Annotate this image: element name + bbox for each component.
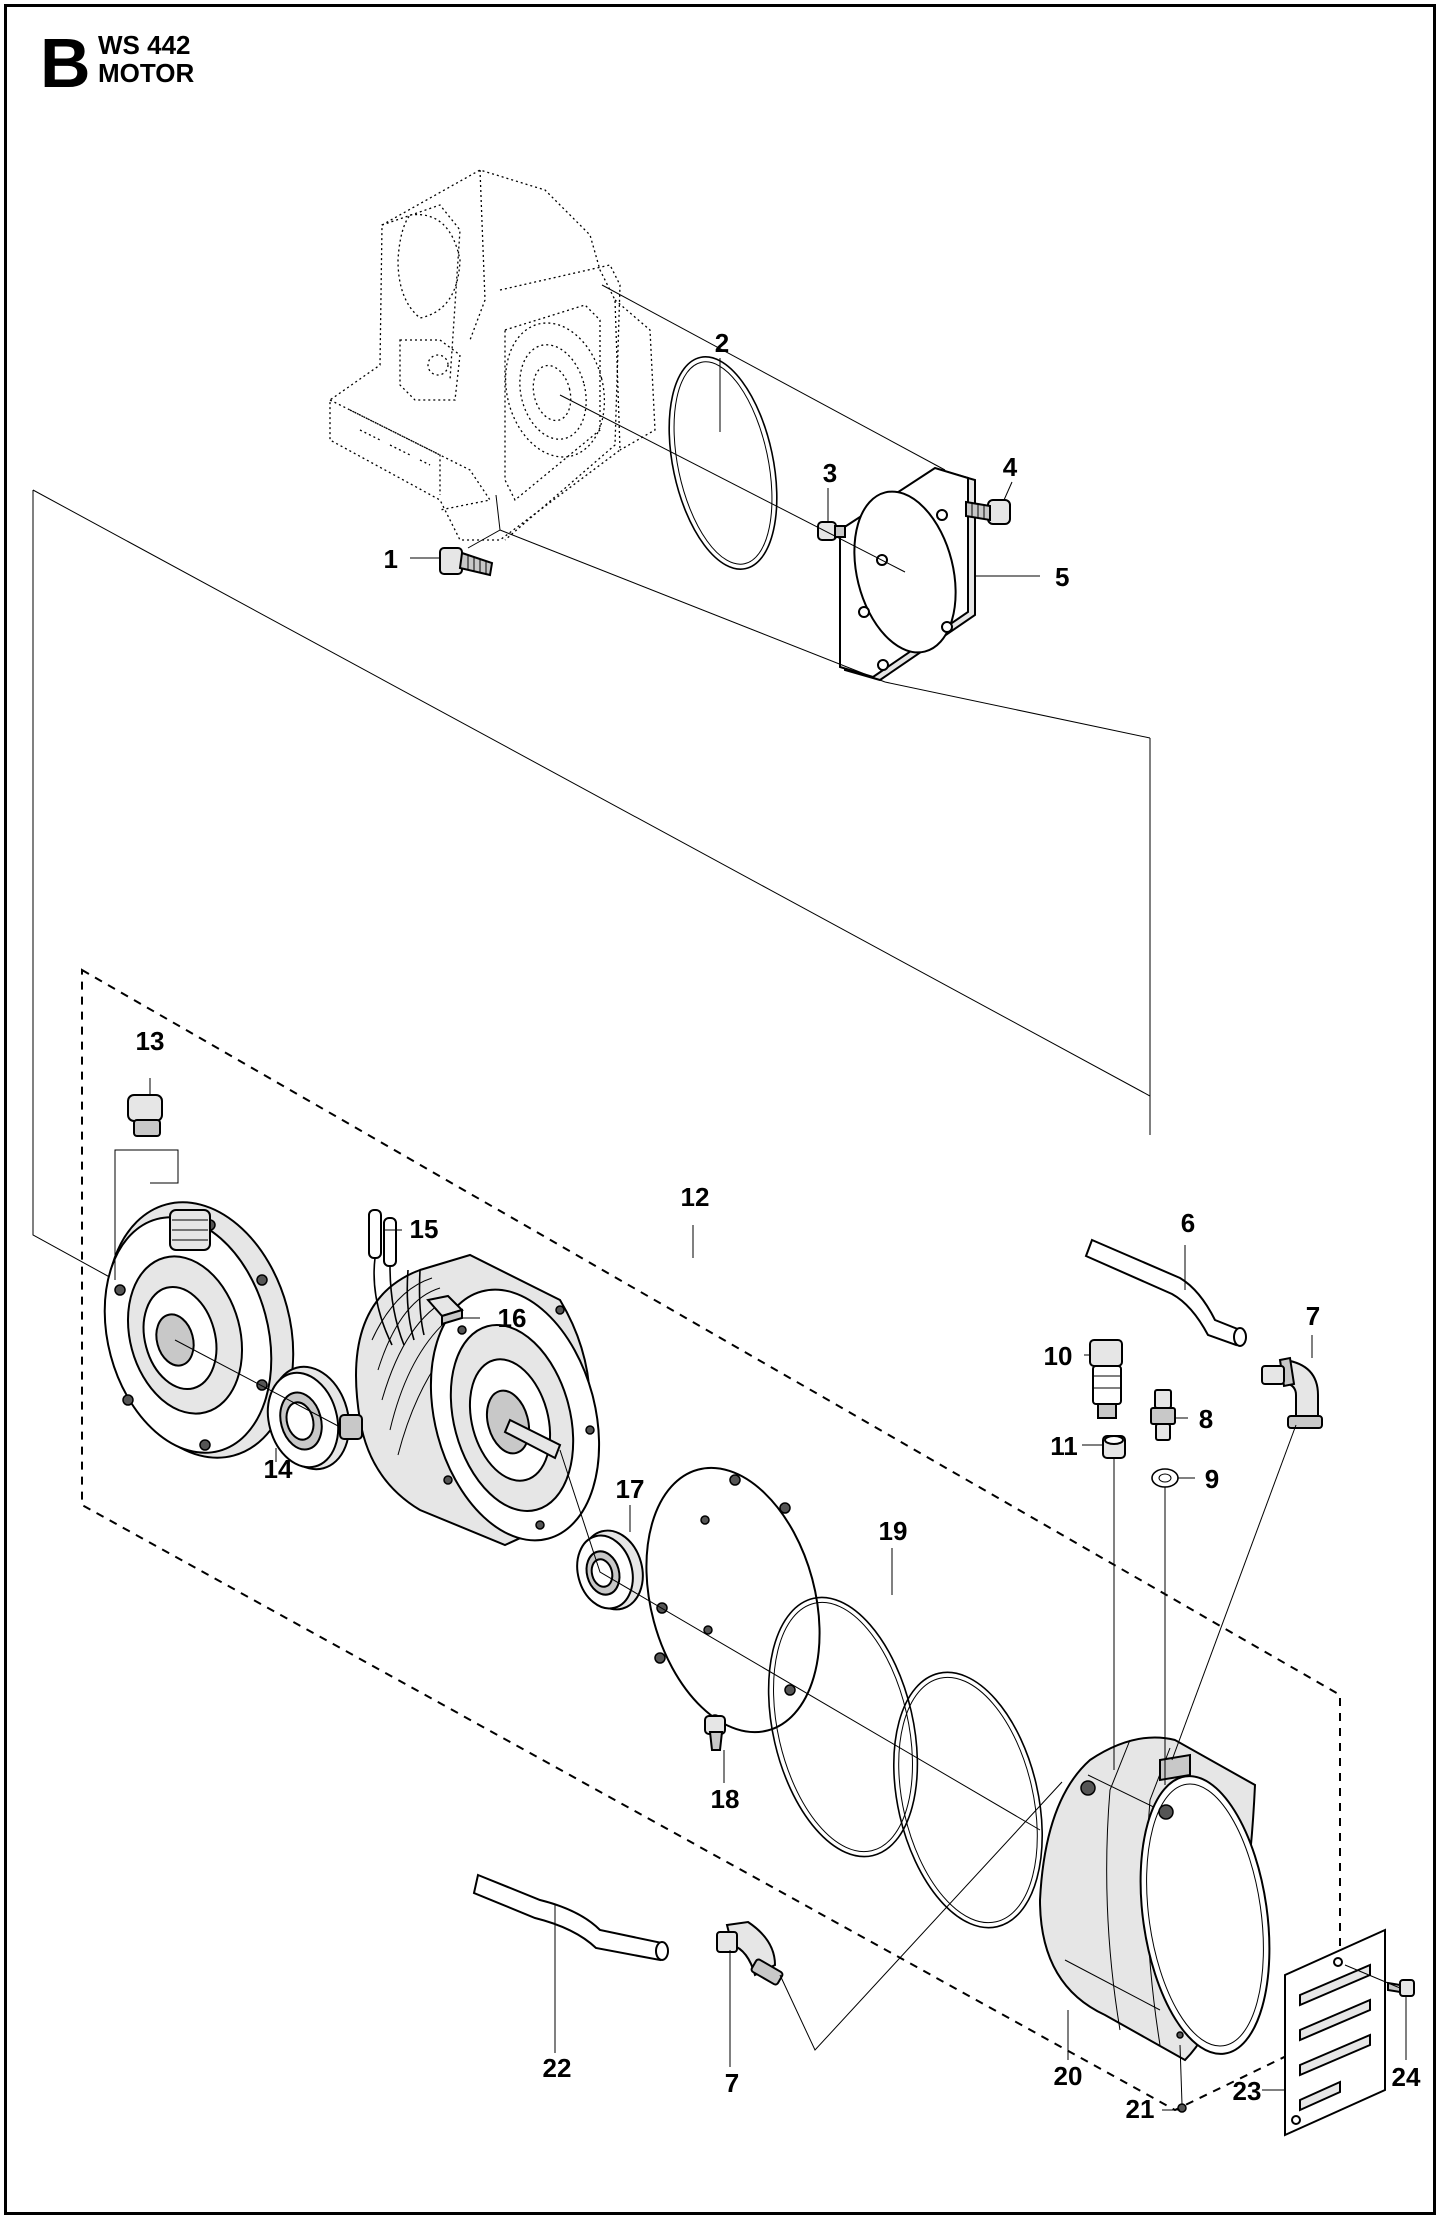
- callout-labels: 1 2 3 4 5 6 7 7 8 9 10 11 12 13 14 15 16…: [136, 328, 1421, 2124]
- motor-stator-body: [339, 1253, 601, 1547]
- callout-4: 4: [1003, 452, 1018, 482]
- washer-9-hole: [1158, 1473, 1172, 1483]
- callout-7-bottom: 7: [725, 2068, 739, 2098]
- callout-24: 24: [1392, 2062, 1421, 2092]
- pipe-6: [1084, 1238, 1247, 1347]
- callout-17: 17: [616, 1474, 645, 1504]
- o-ring-19b-inner: [898, 1676, 1038, 1924]
- callout-13: 13: [136, 1026, 165, 1056]
- callout-3: 3: [823, 458, 837, 488]
- callout-9: 9: [1205, 1464, 1219, 1494]
- flange-plate: [645, 1466, 821, 1734]
- callout-2: 2: [715, 328, 729, 358]
- o-ring-2: [668, 356, 778, 570]
- screw-24: [1387, 1979, 1415, 1997]
- elbow-fitting-7-bottom: [716, 1920, 784, 1986]
- model-name: WS 442: [98, 30, 191, 60]
- callout-18: 18: [711, 1784, 740, 1814]
- nipple-8: [1150, 1389, 1176, 1441]
- callout-12: 12: [681, 1182, 710, 1212]
- motor-assembly-boundary-12: [81, 968, 1341, 2112]
- callout-5: 5: [1055, 562, 1069, 592]
- nameplate-23: [1284, 1928, 1386, 2137]
- callout-15: 15: [410, 1214, 439, 1244]
- diagram-title: MOTOR: [98, 58, 195, 88]
- cooling-jacket-20: [1038, 1736, 1271, 2062]
- section-letter: B: [40, 24, 91, 102]
- nut-11: [1102, 1435, 1126, 1459]
- callout-leaders: [149, 358, 1407, 2111]
- callout-22: 22: [543, 2053, 572, 2083]
- elbow-fitting-7-top: [1261, 1356, 1323, 1429]
- callout-23: 23: [1233, 2076, 1262, 2106]
- o-ring-19b: [892, 1671, 1044, 1929]
- leader-bracket-13: [114, 1149, 179, 1280]
- plug-13: [127, 1094, 163, 1137]
- assembly-lines-motor: [174, 1339, 1401, 2105]
- callout-11: 11: [1050, 1431, 1078, 1461]
- assembly-lines-top: [32, 284, 1151, 1281]
- washer-9: [1151, 1468, 1179, 1488]
- end-cover: [103, 1201, 295, 1459]
- callout-21: 21: [1126, 2094, 1155, 2124]
- bearing-14: [266, 1365, 351, 1471]
- coupling-10: [1089, 1339, 1123, 1419]
- o-ring-19a-inner: [773, 1601, 913, 1853]
- adapter-plate-5: [839, 466, 976, 682]
- callout-8: 8: [1199, 1404, 1213, 1434]
- gearbox-housing-phantom: [329, 169, 656, 541]
- plug-21: [1177, 2103, 1187, 2113]
- o-ring-2-inner: [673, 361, 773, 565]
- callout-20: 20: [1054, 2061, 1083, 2091]
- page-border: [4, 4, 1436, 2215]
- screw-3: [817, 521, 846, 541]
- callout-7-top: 7: [1306, 1301, 1320, 1331]
- screw-1: [439, 547, 494, 577]
- callout-16: 16: [498, 1303, 527, 1333]
- o-ring-19a: [767, 1596, 919, 1858]
- callout-10: 10: [1044, 1341, 1073, 1371]
- callout-14: 14: [264, 1454, 293, 1484]
- screw-4: [965, 499, 1011, 525]
- callout-6: 6: [1181, 1208, 1195, 1238]
- bearing-17: [576, 1529, 644, 1611]
- screw-18: [704, 1715, 726, 1751]
- callout-19: 19: [879, 1516, 908, 1546]
- pipe-22: [472, 1873, 669, 1962]
- callout-1: 1: [384, 544, 398, 574]
